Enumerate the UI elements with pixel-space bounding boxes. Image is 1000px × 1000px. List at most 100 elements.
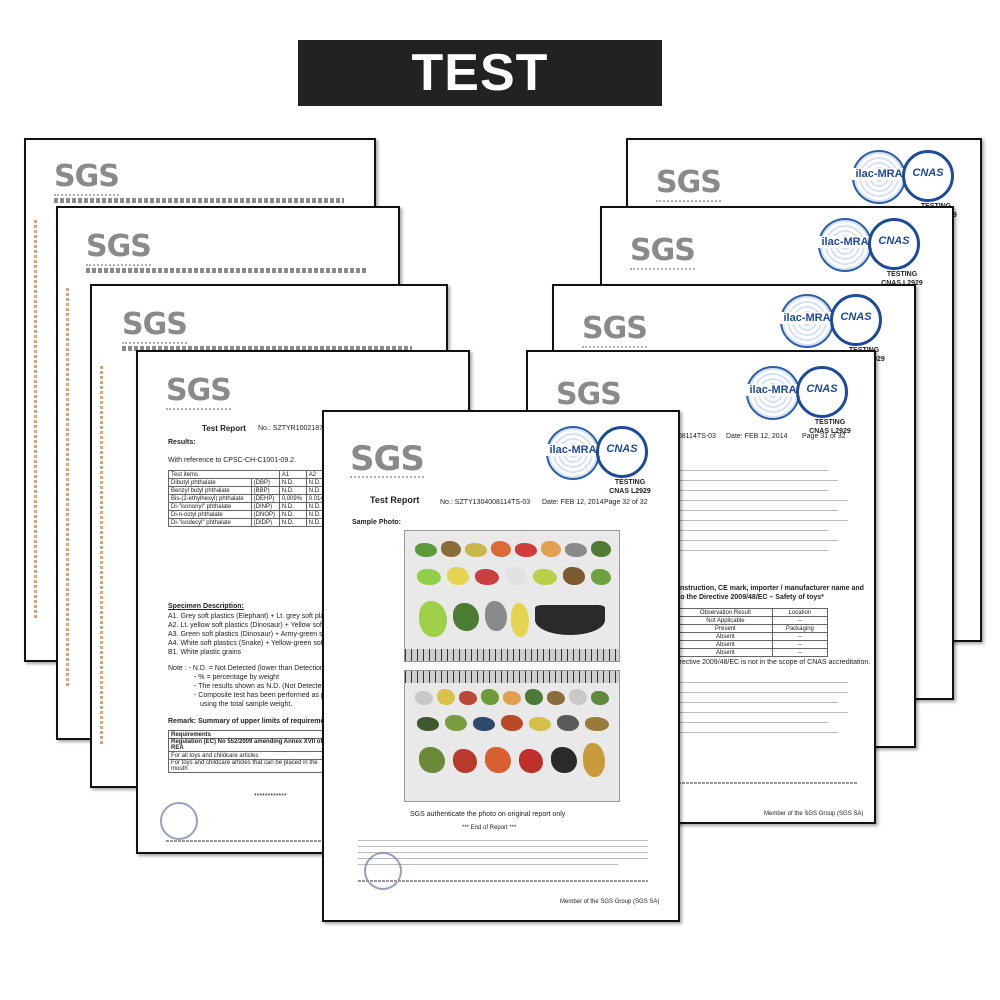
sgs-logo: SGS — [582, 311, 648, 348]
toy-figure — [415, 691, 433, 705]
measurement-ruler — [405, 671, 619, 683]
reference-text: With reference to CPSC-CH-C1001-09.2. — [168, 457, 296, 464]
toy-figure — [525, 689, 543, 705]
toy-figure — [491, 541, 511, 557]
requirements-table: Requirements Regulation (EC) No 552/2009… — [168, 730, 328, 773]
req-header: Requirements — [168, 730, 328, 739]
toy-figure — [585, 717, 609, 731]
toy-figure — [465, 543, 487, 557]
toy-figure — [501, 715, 523, 731]
toy-figure — [563, 567, 585, 585]
report-number: No.: SZTYR1002187151 — [258, 425, 335, 432]
specimen-line: A3. Green soft plastics (Dinosaur) + Arm… — [168, 631, 371, 638]
end-of-report: *** End of Report *** — [462, 825, 517, 831]
text-line — [678, 722, 828, 723]
results-label: Results: — [168, 439, 196, 446]
toy-figure — [485, 601, 507, 631]
toy-figure — [503, 691, 521, 705]
table-row: Absent-- — [678, 640, 829, 649]
disclaimer-line — [358, 840, 648, 841]
report-number: 008114TS-03 — [674, 433, 716, 440]
report-date: Date: FEB 12, 2014 — [542, 499, 604, 506]
toy-figure — [591, 691, 609, 705]
toy-figure — [473, 717, 495, 731]
text-line — [678, 490, 828, 491]
disclaimer-line — [358, 864, 618, 865]
note-line: using the total sample weight. — [200, 701, 293, 708]
text-line — [678, 712, 848, 713]
specimen-line: A2. Lt. yellow soft plastics (Dinosaur) … — [168, 622, 364, 629]
toy-figure — [565, 543, 587, 557]
table-row: Di-"isononyl" phthalate(DINP)N.D.N.D. — [168, 502, 329, 511]
table-header: A1 — [278, 470, 307, 479]
toy-figure — [551, 747, 577, 773]
table-row: Bis-(2-ethylhexyl) phthalate(DEHP)0.009%… — [168, 494, 329, 503]
header-rule — [86, 268, 366, 273]
toy-figure — [569, 689, 587, 705]
text-line — [678, 510, 838, 511]
disclaimer-line — [358, 852, 648, 853]
header-rule — [122, 346, 412, 351]
toy-figure — [453, 603, 479, 631]
sgs-logo: SGS — [122, 307, 188, 344]
page-title-banner: TEST REPORT — [298, 40, 662, 168]
text-line — [678, 470, 828, 471]
cnas-logo: CNAS — [596, 426, 648, 478]
toy-figure — [417, 569, 441, 585]
specimen-line: A4. White soft plastics (Snake) + Yellow… — [168, 640, 365, 647]
cnas-logo: CNAS — [868, 218, 920, 270]
note-line: - % = percentage by weight — [194, 674, 280, 681]
remark-heading-visible: Remark: Summary of upper limits of requi… — [168, 718, 338, 725]
sample-photo-1 — [404, 530, 620, 662]
toy-figure — [505, 567, 527, 585]
text-line — [678, 530, 828, 531]
footer-rule — [678, 782, 858, 784]
note-line: - Composite test has been performed as p… — [194, 692, 371, 699]
note-line: - The results shown as N.D. (Not Detecte… — [194, 683, 366, 690]
text-line — [678, 682, 848, 683]
footer-rule — [358, 880, 648, 882]
note-line: Note : - N.D. = Not Detected (lower than… — [168, 665, 343, 672]
table-row: Dibutyl phthalate(DBP)N.D.N.D. — [168, 478, 329, 487]
member-note: Member of the SGS Group (SGS SA) — [764, 811, 864, 817]
toy-figure — [417, 717, 439, 731]
table-row: Absent-- — [678, 648, 829, 657]
side-text-strip — [66, 288, 69, 688]
phthalate-table: Test items A1 A2 Dibutyl phthalate(DBP)N… — [168, 470, 329, 527]
toy-figure — [511, 603, 529, 637]
sample-photo-2 — [404, 670, 620, 802]
cnas-logo: CNAS — [796, 366, 848, 418]
table-header: Observation Result — [678, 608, 773, 617]
sgs-logo: SGS — [556, 377, 622, 414]
toy-figure — [591, 569, 611, 585]
ilac-mra-logo: ilac-MRA — [746, 366, 800, 420]
toy-figure — [533, 569, 557, 585]
observation-table: Observation Result Location Not Applicab… — [678, 608, 829, 657]
section-heading: instruction, CE mark, importer / manufac… — [678, 585, 864, 592]
sgs-logo: SGS — [350, 439, 425, 479]
report-page: Page 31 of 32 — [802, 433, 846, 440]
text-line — [678, 702, 838, 703]
req-row: Regulation (EC) No 552/2009 amending Ann… — [168, 738, 328, 752]
section-heading-2: to the Directive 2009/48/EC – Safety of … — [678, 594, 824, 601]
disclaimer-line — [358, 846, 648, 847]
footer-rule — [166, 840, 326, 842]
text-line — [678, 732, 838, 733]
side-text-strip — [34, 220, 37, 620]
sgs-logo: SGS — [166, 373, 232, 410]
text-line — [678, 500, 848, 501]
report-heading: Test Report — [202, 424, 246, 433]
specimen-line: B1. White plastic grains — [168, 649, 242, 656]
ilac-mra-logo: ilac-MRA — [780, 294, 834, 348]
side-text-strip — [100, 366, 103, 746]
scope-note: irective 2009/48/EC is not in the scope … — [678, 659, 871, 666]
report-date: Date: FEB 12, 2014 — [726, 433, 788, 440]
toy-figure — [519, 749, 543, 773]
photo-caption: SGS authenticate the photo on original r… — [410, 811, 566, 818]
sgs-logo: SGS — [54, 159, 120, 196]
text-line — [678, 480, 838, 481]
ilac-mra-logo: ilac-MRA — [852, 150, 906, 204]
report-page: Page 32 of 32 — [604, 499, 648, 506]
toy-figure — [419, 747, 445, 773]
